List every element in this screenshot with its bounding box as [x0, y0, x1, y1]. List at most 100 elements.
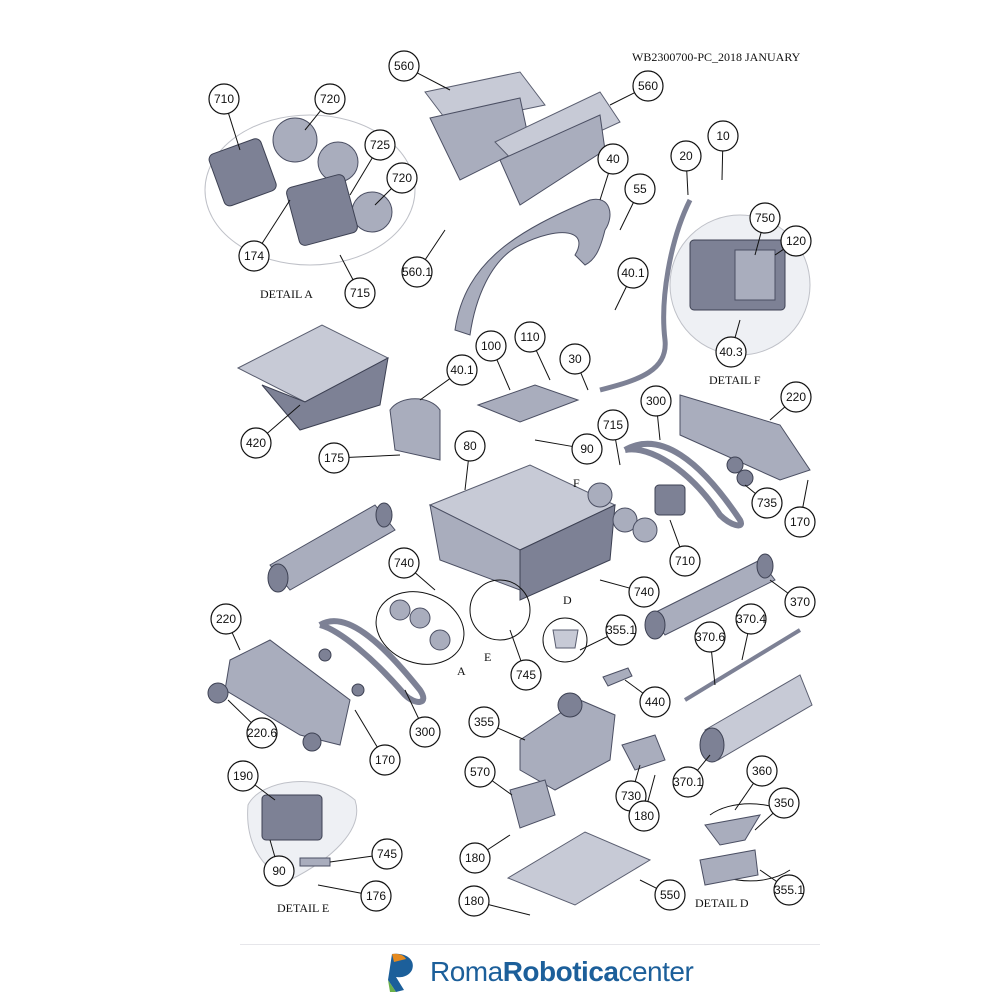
callout-175: 175: [318, 442, 401, 474]
callout-number: 90: [580, 442, 594, 456]
callout-number: 300: [646, 394, 666, 408]
callout-number: 740: [634, 585, 654, 599]
callout-circle: [409, 716, 441, 748]
callout-number: 100: [481, 339, 501, 353]
leader-line: [488, 904, 531, 916]
callout-360: 360: [734, 755, 778, 811]
callout-number: 355: [474, 715, 494, 729]
callout-745: 745: [329, 838, 403, 870]
leader-line: [497, 727, 526, 741]
callout-350: 350: [754, 787, 800, 831]
letter-f: F: [573, 476, 580, 490]
leader-line: [759, 869, 777, 882]
callout-370: 370: [769, 579, 816, 618]
callout-number: 370: [790, 595, 810, 609]
callout-180: 180: [459, 834, 511, 874]
callout-number: 550: [660, 888, 680, 902]
logo-mark-icon: [388, 953, 413, 992]
callout-570: 570: [464, 756, 513, 796]
callout-440: 440: [624, 679, 671, 718]
callout-740: 740: [599, 576, 660, 608]
callout-170: 170: [784, 479, 816, 538]
callout-circle: [670, 140, 702, 172]
callout-number: 350: [774, 796, 794, 810]
callout-30: 30: [559, 343, 591, 391]
callout-number: 730: [621, 789, 641, 803]
base-plate-550: [506, 831, 652, 906]
leader-line: [254, 784, 276, 801]
letter-e: E: [484, 650, 492, 664]
callout-55: 55: [619, 173, 656, 231]
callout-circle: [210, 603, 242, 635]
callout-circle: [246, 717, 278, 749]
leader-line: [741, 633, 749, 661]
leader-line: [404, 689, 420, 719]
leader-line: [579, 636, 608, 651]
leader-line: [754, 812, 774, 831]
callout-circle: [784, 506, 816, 538]
callout-number: 90: [272, 864, 286, 878]
callout-190: 190: [227, 760, 276, 801]
leader-line: [227, 699, 252, 723]
handle-40: [454, 198, 611, 336]
callout-circle: [628, 800, 660, 832]
callout-number: 170: [790, 515, 810, 529]
callout-circle: [628, 576, 660, 608]
callout-300: 300: [404, 689, 441, 748]
leader-line: [614, 286, 627, 311]
leader-line: [634, 764, 641, 782]
callout-number: 180: [464, 894, 484, 908]
document-reference: WB2300700-PC_2018 JANUARY: [632, 50, 801, 64]
callout-circle: [746, 755, 778, 787]
callout-circle: [773, 874, 805, 906]
leader-line: [228, 113, 241, 151]
callout-circle: [715, 336, 747, 368]
callout-120: 120: [774, 225, 812, 257]
callout-355-1: 355.1: [579, 614, 637, 651]
callout-710: 710: [208, 83, 241, 151]
callout-370-6: 370.6: [694, 621, 726, 686]
callout-number: 10: [716, 129, 730, 143]
callout-circle: [669, 545, 701, 577]
leader-line: [304, 110, 321, 131]
callout-420: 420: [240, 404, 301, 459]
leader-line: [599, 173, 609, 201]
leader-line: [261, 199, 291, 244]
callout-40: 40: [597, 143, 629, 201]
callout-circle: [386, 162, 418, 194]
callout-circle: [640, 385, 672, 417]
leader-line: [697, 754, 711, 771]
callout-20: 20: [670, 140, 702, 196]
brand-logo: RomaRoboticacenter: [384, 950, 694, 994]
callout-90: 90: [263, 839, 295, 887]
callout-number: 120: [786, 234, 806, 248]
callout-number: 735: [757, 496, 777, 510]
leader-line: [657, 415, 661, 441]
callout-circle: [454, 430, 486, 462]
callout-circle: [780, 381, 812, 413]
leader-line: [419, 378, 451, 401]
leader-line: [711, 651, 716, 686]
divider: [240, 944, 820, 945]
callout-circle: [654, 879, 686, 911]
leader-line: [624, 679, 644, 694]
callout-174: 174: [238, 199, 291, 272]
detail-e-label: DETAIL E: [277, 901, 330, 915]
detail-f-label: DETAIL F: [709, 373, 761, 387]
detail-a-label: DETAIL A: [260, 287, 313, 301]
callout-number: 40.1: [450, 363, 474, 377]
callout-number: 40: [606, 152, 620, 166]
callout-220: 220: [769, 381, 812, 421]
callout-circle: [475, 330, 507, 362]
callout-circle: [388, 50, 420, 82]
callout-circle: [459, 842, 491, 874]
callout-circle: [360, 880, 392, 912]
leader-line: [609, 92, 635, 106]
callout-number: 370.6: [695, 630, 725, 644]
callout-number: 40.3: [719, 345, 743, 359]
leader-line: [615, 439, 621, 466]
callout-number: 55: [633, 182, 647, 196]
top-cover-560: [424, 71, 621, 206]
leader-line: [647, 774, 656, 802]
